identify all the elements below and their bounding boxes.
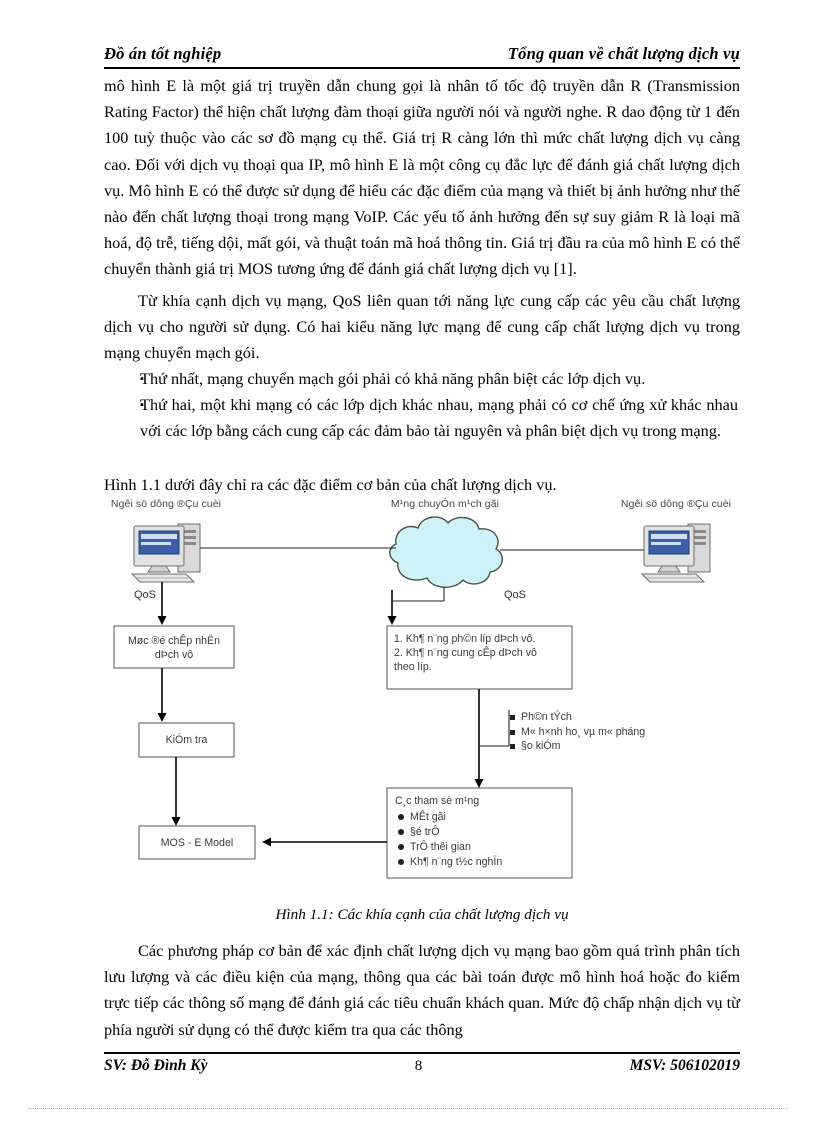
list-item-text: Kh¶ n¨ng t½c nghÏn bbox=[410, 856, 503, 868]
round-bullet-icon bbox=[398, 814, 404, 820]
list-item-text: TrÔ thêi gian bbox=[410, 841, 471, 853]
figure-lead-in-text: Hình 1.1 dưới đây chỉ ra các đặc điểm cơ… bbox=[104, 475, 557, 494]
list-item-text: §o kiÓm bbox=[521, 740, 561, 752]
footer-student-name: SV: Đỗ Đình Kỳ bbox=[104, 1057, 208, 1074]
box-service-acceptance-text: Møc ®é chÊp nhËn dÞch vô bbox=[127, 635, 220, 661]
list-item: ▪ Thứ hai, một khi mạng có các lớp dịch … bbox=[104, 392, 740, 444]
network-parameters-title: C¸c tham sè m¹ng bbox=[395, 795, 480, 807]
list-item: §é trÔ bbox=[395, 825, 502, 840]
bullet-marker-icon: ▪ bbox=[140, 373, 144, 385]
box-check-text: KiÓm tra bbox=[165, 734, 208, 746]
list-item-text: §é trÔ bbox=[410, 826, 440, 838]
running-head-right: Tổng quan về chất lượng dịch vụ bbox=[507, 44, 740, 63]
square-bullet-icon bbox=[510, 715, 515, 720]
box-check bbox=[138, 722, 235, 758]
square-bullet-icon bbox=[510, 744, 515, 749]
figure-1-1-diagram: Ngêi sö dông ®Çu cuèi M¹ng chuyÓn m¹ch g… bbox=[104, 498, 740, 898]
cloud-network-icon bbox=[389, 516, 503, 588]
box-capability bbox=[386, 625, 573, 690]
paragraph-qos: Từ khía cạnh dịch vụ mạng, QoS liên quan… bbox=[104, 291, 740, 363]
computer-icon-right bbox=[640, 523, 711, 583]
box-service-acceptance bbox=[113, 625, 235, 669]
bullet-marker-icon: ▪ bbox=[140, 399, 144, 412]
header-divider bbox=[104, 67, 740, 69]
list-item: §o kiÓm bbox=[510, 739, 645, 754]
label-packet-network: M¹ng chuyÓn m¹ch gãi bbox=[390, 498, 500, 510]
footer-student-id: MSV: 506102019 bbox=[629, 1057, 740, 1074]
square-bullet-icon bbox=[510, 729, 515, 735]
list-item-text: Thứ hai, một khi mạng có các lớp dịch kh… bbox=[140, 395, 738, 441]
footer-divider bbox=[104, 1052, 740, 1054]
box-mos-e-model-text: MOS - E Model bbox=[160, 837, 234, 849]
round-bullet-icon bbox=[398, 859, 404, 865]
label-qos-left: QoS bbox=[134, 589, 157, 601]
page-bottom-edge bbox=[28, 1108, 788, 1109]
list-item: Kh¶ n¨ng t½c nghÏn bbox=[395, 855, 502, 870]
label-qos-right: QoS bbox=[504, 589, 527, 601]
list-item-text: M« h×nh ho¸ vµ m« pháng bbox=[521, 725, 646, 738]
list-item-text: MÊt gãi bbox=[410, 811, 446, 823]
running-head: Đồ án tốt nghiệp Tổng quan về chất lượng… bbox=[104, 44, 740, 64]
page-number: 8 bbox=[414, 1058, 423, 1074]
box-mos-e-model bbox=[138, 825, 256, 860]
list-item: M« h×nh ho¸ vµ m« pháng bbox=[510, 725, 645, 740]
page-footer: SV: Đỗ Đình Kỳ 8 MSV: 506102019 bbox=[104, 1057, 740, 1075]
label-end-user-right: Ngêi sö dông ®Çu cuèi bbox=[620, 498, 732, 510]
network-parameters-list: C¸c tham sè m¹ng MÊt gãi §é trÔ TrÔ thêi… bbox=[395, 794, 502, 870]
bullet-list: ▪ Thứ nhất, mạng chuyển mạch gói phải có… bbox=[104, 366, 740, 445]
paragraph-methods: Các phương pháp cơ bản để xác định chất … bbox=[104, 941, 740, 1039]
list-item: Ph©n tÝch bbox=[510, 710, 645, 725]
label-end-user-left: Ngêi sö dông ®Çu cuèi bbox=[110, 498, 222, 510]
list-item-text: Ph©n tÝch bbox=[521, 711, 572, 723]
list-item: TrÔ thêi gian bbox=[395, 840, 502, 855]
round-bullet-icon bbox=[398, 829, 404, 835]
figure-caption: Hình 1.1: Các khía cạnh của chất lượng d… bbox=[275, 906, 569, 923]
list-item: ▪ Thứ nhất, mạng chuyển mạch gói phải có… bbox=[104, 366, 740, 392]
running-head-left: Đồ án tốt nghiệp bbox=[104, 44, 222, 63]
round-bullet-icon bbox=[398, 844, 404, 850]
list-item-text: Thứ nhất, mạng chuyển mạch gói phải có k… bbox=[140, 369, 646, 388]
paragraph-intro: mô hình E là một giá trị truyền dẫn chun… bbox=[104, 76, 740, 279]
computer-icon-left bbox=[130, 523, 201, 583]
diagram-vector-layer bbox=[113, 516, 711, 879]
list-item: MÊt gãi bbox=[395, 810, 502, 825]
box-network-parameters bbox=[386, 787, 573, 879]
box-capability-text: 1. Kh¶ n¨ng ph©n líp dÞch vô. 2. Kh¶ n¨n… bbox=[394, 633, 537, 673]
analysis-methods-list: Ph©n tÝch M« h×nh ho¸ vµ m« pháng §o kiÓ… bbox=[510, 710, 645, 754]
